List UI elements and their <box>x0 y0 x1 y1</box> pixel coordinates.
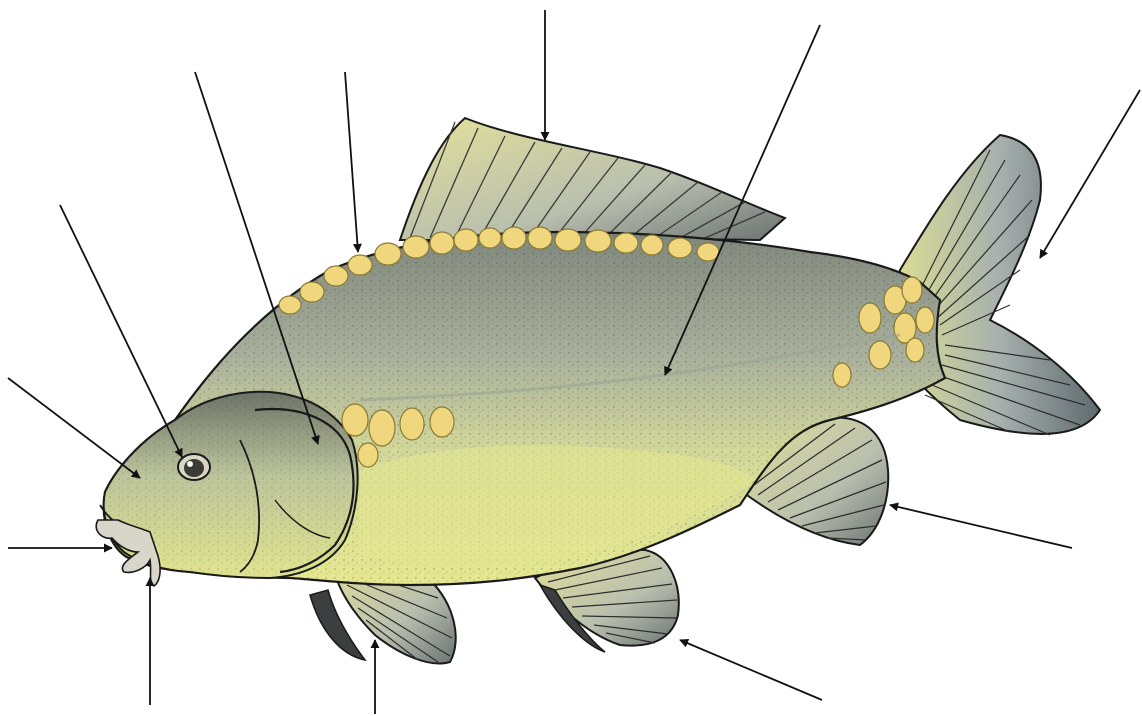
arrow-eye <box>60 205 182 457</box>
eye <box>178 454 210 480</box>
arrow-caudal-fin <box>1040 90 1140 258</box>
dorsal-fin <box>400 118 785 240</box>
arrow-anal-fin <box>890 505 1072 548</box>
caudal-fin <box>900 135 1100 435</box>
arrow-nostril <box>8 378 140 478</box>
arrow-pelvic-fin <box>680 640 822 700</box>
arrow-dorsal-scales <box>345 72 358 252</box>
